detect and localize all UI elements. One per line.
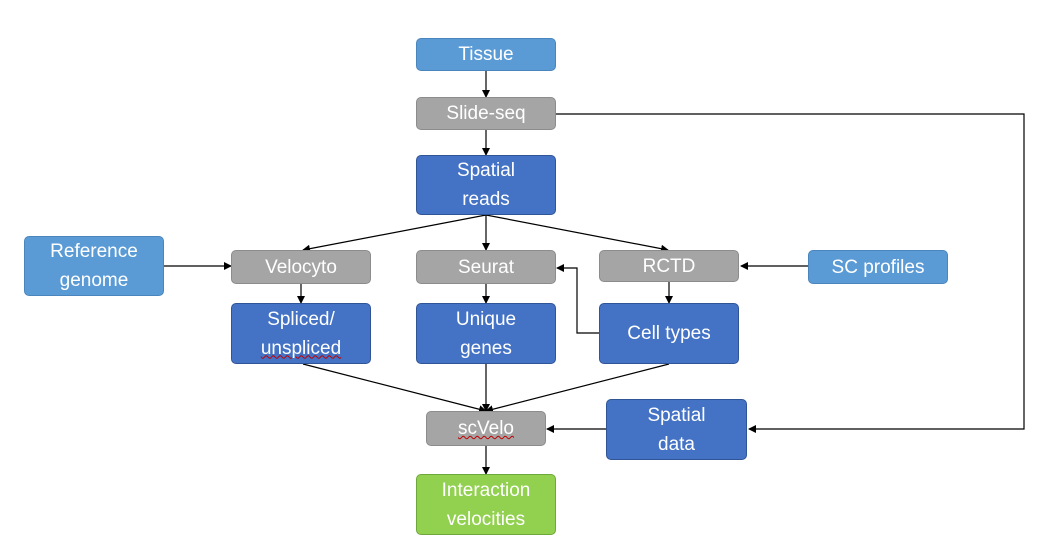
- spliced-unspliced-node: Spliced/ unspliced: [231, 303, 371, 364]
- cell-types-node: Cell types: [599, 303, 739, 364]
- arrow-cell-types-to-scvelo: [485, 363, 670, 414]
- interaction-label-line2: velocities: [446, 508, 526, 530]
- seurat-label: Seurat: [458, 256, 514, 278]
- sc-profiles-label: SC profiles: [831, 256, 925, 278]
- spliced-label-line1: Spliced/: [267, 308, 335, 330]
- spatial-data-label-line2: data: [658, 433, 695, 455]
- tissue-node: Tissue: [416, 38, 556, 71]
- tissue-label: Tissue: [458, 44, 514, 65]
- arrow-spatial-reads-to-velocyto: [302, 214, 487, 253]
- arrow-spliced-to-scvelo: [302, 363, 487, 414]
- arrow-slideseq-to-spatial-data: [556, 113, 1025, 433]
- spliced-label-line2: unspliced: [260, 337, 342, 359]
- reference-genome-label-line2: genome: [59, 270, 129, 291]
- unique-genes-label-line1: Unique: [455, 308, 517, 330]
- velocyto-label: Velocyto: [265, 256, 337, 278]
- reference-genome-node: Reference genome: [24, 236, 164, 296]
- scvelo-label: scVelo: [458, 418, 514, 439]
- velocyto-node: Velocyto: [231, 250, 371, 284]
- unique-genes-label-line2: genes: [460, 337, 512, 359]
- slideseq-label: Slide-seq: [446, 103, 526, 124]
- reference-genome-label-line1: Reference: [50, 241, 138, 262]
- rctd-label: RCTD: [642, 255, 696, 277]
- rctd-node: RCTD: [599, 250, 739, 282]
- cell-types-label: Cell types: [627, 323, 711, 344]
- seurat-node: Seurat: [416, 250, 556, 284]
- slideseq-node: Slide-seq: [416, 97, 556, 130]
- interaction-velocities-node: Interaction velocities: [416, 474, 556, 535]
- spatial-reads-label-line1: Spatial: [456, 160, 516, 181]
- unique-genes-node: Unique genes: [416, 303, 556, 364]
- sc-profiles-node: SC profiles: [808, 250, 948, 284]
- interaction-label-line1: Interaction: [441, 479, 531, 501]
- spatial-reads-label-line2: reads: [462, 189, 510, 210]
- spatial-reads-node: Spatial reads: [416, 155, 556, 215]
- spatial-data-label-line1: Spatial: [647, 404, 706, 426]
- scvelo-node: scVelo: [426, 411, 546, 446]
- arrow-spatial-reads-to-rctd: [485, 214, 669, 253]
- arrow-cell-types-to-seurat: [556, 264, 599, 334]
- spatial-data-node: Spatial data: [606, 399, 747, 460]
